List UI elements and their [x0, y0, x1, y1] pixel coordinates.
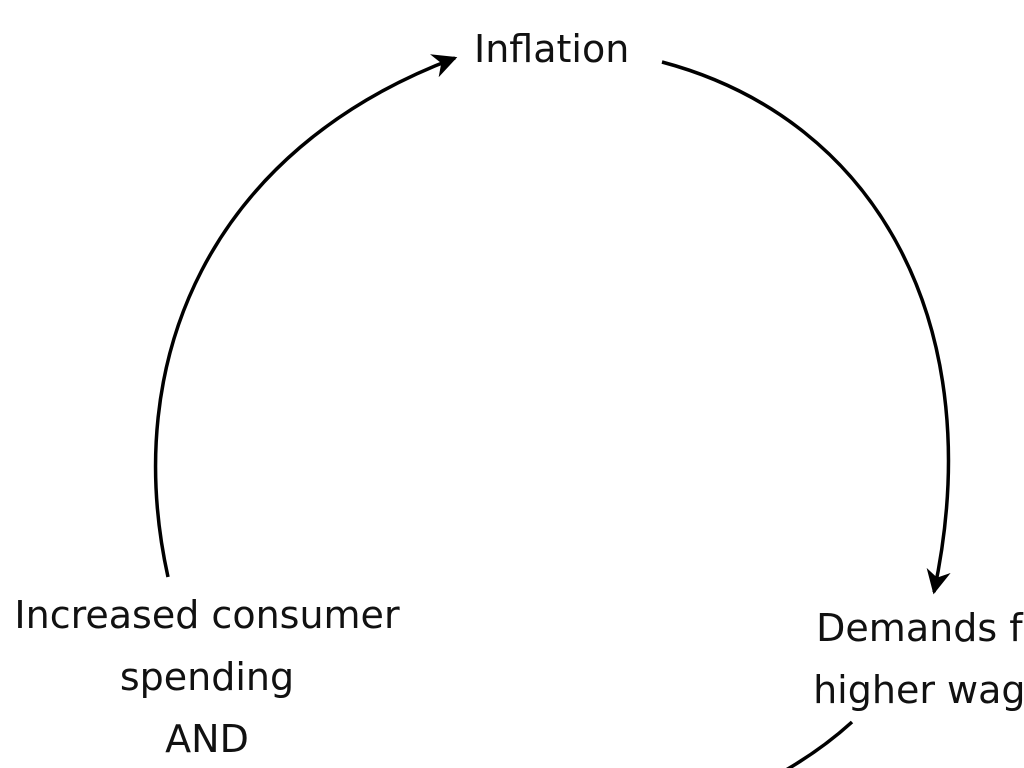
arrow-spending-to-inflation — [153, 54, 458, 578]
node-wages-line-2: higher wage — [813, 668, 1024, 712]
node-spending-line-1: Increased consumer — [14, 593, 400, 637]
node-inflation: Inflation — [474, 18, 629, 80]
node-increased-consumer-spending: Increased consumer spending AND — [6, 584, 408, 768]
node-wages-line-1: Demands fo — [816, 606, 1024, 650]
arrow-wages-to-spending — [785, 720, 854, 768]
node-spending-line-2: spending — [119, 655, 295, 699]
node-spending-line-3: AND — [165, 717, 249, 761]
node-demands-for-higher-wages: Demands fo higher wage — [786, 597, 1024, 721]
arrow-inflation-to-wages — [661, 60, 951, 595]
node-inflation-label: Inflation — [474, 27, 630, 71]
